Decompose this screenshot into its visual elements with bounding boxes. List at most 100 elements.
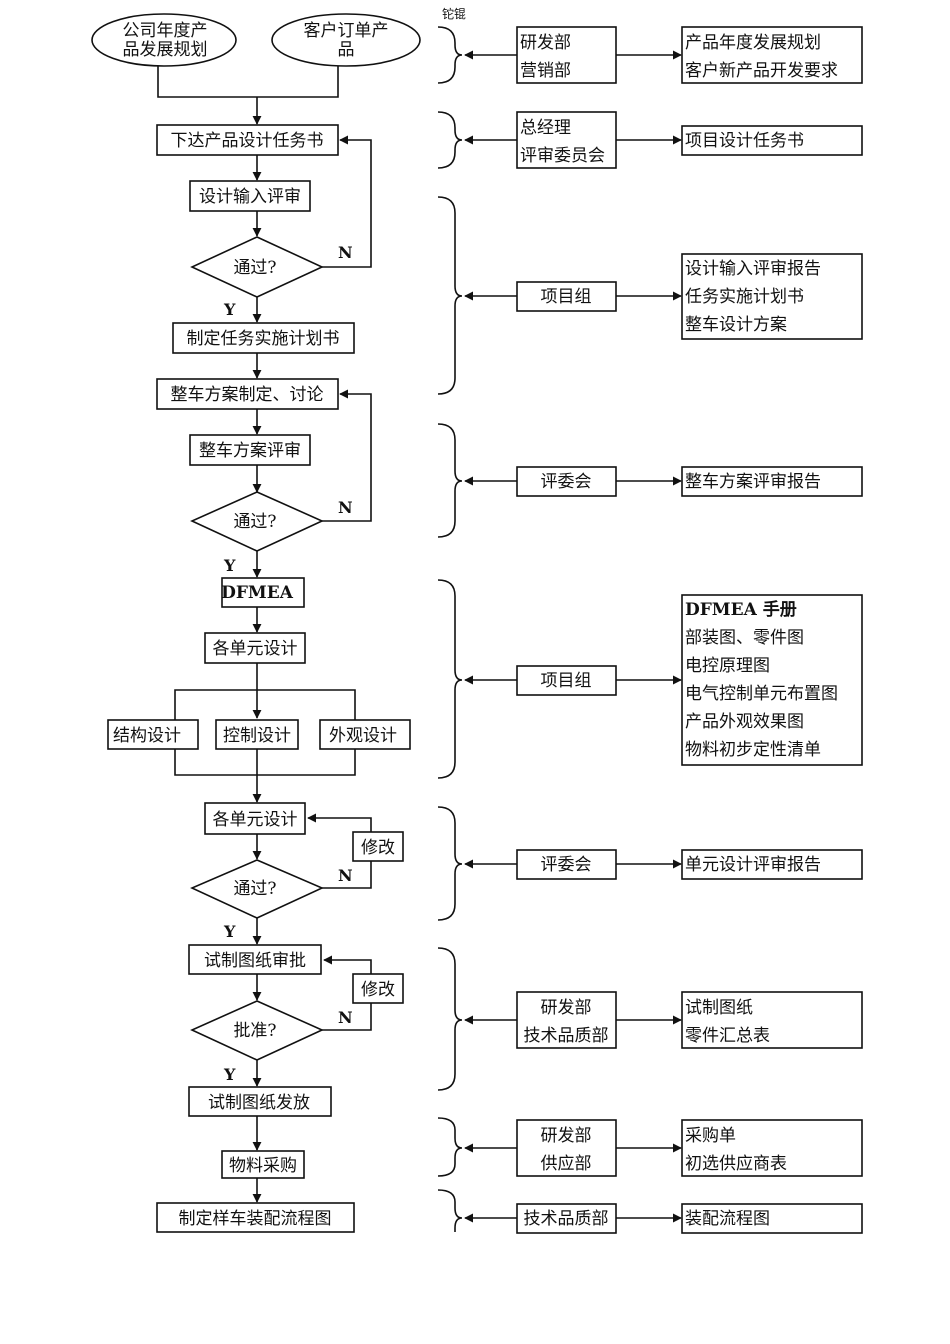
output-5-line5: 产品外观效果图 (685, 712, 804, 732)
output-3-line2: 任务实施计划书 (685, 287, 804, 307)
no-label-4: N (338, 1008, 353, 1027)
assembly-flow-box (156, 1202, 355, 1233)
pass-label-2: 通过? (233, 512, 276, 532)
resp-box-8 (516, 1119, 617, 1177)
unit-design-label-1: 各单元设计 (213, 639, 298, 659)
control-design-box (215, 719, 299, 750)
approve-label: 批准? (233, 1021, 276, 1041)
make-plan-label: 制定任务实施计划书 (187, 329, 340, 349)
output-box-1 (681, 26, 863, 84)
modify-box-2 (352, 973, 404, 1004)
resp-4: 评委会 (541, 472, 592, 492)
output-box-5 (681, 594, 863, 766)
output-box-2 (681, 125, 863, 156)
approve-decision (190, 1000, 324, 1061)
resp-1-line2: 营销部 (520, 61, 571, 81)
output-5-line4: 电气控制单元布置图 (685, 684, 838, 704)
yes-label-1: Y (223, 300, 236, 319)
output-3-line1: 设计输入评审报告 (685, 259, 821, 279)
purchase-box (221, 1150, 305, 1179)
output-box-6 (681, 849, 863, 880)
make-plan-box (172, 322, 355, 354)
struct-design-box (107, 719, 199, 750)
output-3-line3: 整车设计方案 (685, 315, 787, 335)
resp-box-4 (516, 466, 617, 497)
dfmea-label: DFMEA (221, 583, 294, 603)
output-box-9 (681, 1203, 863, 1234)
resp-box-1 (516, 26, 617, 84)
top-mark: 铊锟 (442, 6, 466, 21)
pass-decision-1 (190, 236, 324, 298)
modify-label-1: 修改 (361, 838, 395, 858)
drawing-approval-label: 试制图纸审批 (204, 951, 306, 971)
struct-design-label: 结构设计 (113, 726, 181, 746)
pass-label-3: 通过? (233, 879, 276, 899)
resp-6: 评委会 (541, 855, 592, 875)
no-label-3: N (338, 866, 353, 885)
input-review-box (189, 180, 311, 212)
resp-9: 技术品质部 (524, 1209, 609, 1229)
resp-7-line1: 研发部 (541, 998, 592, 1018)
yes-label-4: Y (223, 1065, 236, 1084)
stage-braces (437, 26, 463, 1232)
output-1-line1: 产品年度发展规划 (685, 33, 821, 53)
output-4: 整车方案评审报告 (685, 472, 821, 492)
output-1-line2: 客户新产品开发要求 (685, 61, 838, 81)
scheme-review-label: 整车方案评审 (199, 441, 301, 461)
output-2: 项目设计任务书 (685, 131, 804, 151)
issue-task-box (156, 124, 339, 156)
modify-label-2: 修改 (361, 980, 395, 1000)
yes-label-3: Y (223, 922, 236, 941)
output-5-line2: 部装图、零件图 (685, 628, 804, 648)
unit-design-box-2 (204, 802, 306, 835)
drawing-release-box (188, 1086, 332, 1117)
unit-design-label-2: 各单元设计 (213, 810, 298, 830)
issue-task-label: 下达产品设计任务书 (171, 131, 324, 151)
appearance-design-box (319, 719, 411, 750)
output-5-line6: 物料初步定性清单 (685, 740, 821, 760)
appearance-design-label: 外观设计 (329, 726, 397, 746)
resp-5: 项目组 (541, 671, 592, 691)
output-6: 单元设计评审报告 (685, 855, 821, 875)
pass-label-1: 通过? (233, 258, 276, 278)
assembly-flow-label: 制定样车装配流程图 (179, 1209, 332, 1229)
vehicle-scheme-label: 整车方案制定、讨论 (171, 385, 324, 405)
output-8-line1: 采购单 (685, 1126, 736, 1146)
resp-1-line1: 研发部 (520, 33, 571, 53)
vehicle-scheme-box (156, 378, 339, 410)
resp-box-3 (516, 281, 617, 312)
modify-box-1 (352, 831, 404, 862)
output-7-line1: 试制图纸 (685, 998, 753, 1018)
resp-box-6 (516, 849, 617, 880)
drawing-approval-box (188, 944, 322, 975)
start-right-line2: 品 (338, 40, 355, 60)
resp-box-9 (516, 1203, 617, 1234)
start-left-line1: 公司年度产 (123, 21, 208, 41)
pass-decision-3 (190, 859, 324, 919)
yes-label-2: Y (223, 556, 236, 575)
purchase-label: 物料采购 (229, 1156, 297, 1176)
responsibility-arrows (464, 50, 682, 1223)
scheme-review-box (189, 434, 311, 466)
resp-box-2 (516, 111, 617, 169)
no-label-2: N (338, 498, 353, 517)
output-5-line1: DFMEA 手册 (685, 599, 797, 620)
output-8-line2: 初选供应商表 (685, 1154, 787, 1174)
control-design-label: 控制设计 (223, 726, 291, 746)
output-7-line2: 零件汇总表 (685, 1026, 770, 1046)
dfmea-box (221, 577, 305, 608)
output-box-8 (681, 1119, 863, 1177)
resp-box-5 (516, 665, 617, 696)
resp-2-line2: 评审委员会 (520, 146, 605, 166)
no-label-1: N (338, 243, 353, 262)
resp-8-line1: 研发部 (541, 1126, 592, 1146)
pass-decision-2 (190, 491, 324, 552)
flow-connectors (157, 65, 372, 1203)
output-box-7 (681, 991, 863, 1049)
start-annual-plan-node (91, 13, 237, 67)
resp-8-line2: 供应部 (541, 1154, 592, 1174)
start-right-line1: 客户订单产 (304, 21, 389, 41)
start-customer-order-node (271, 13, 421, 67)
start-left-line2: 品发展规划 (123, 40, 208, 60)
